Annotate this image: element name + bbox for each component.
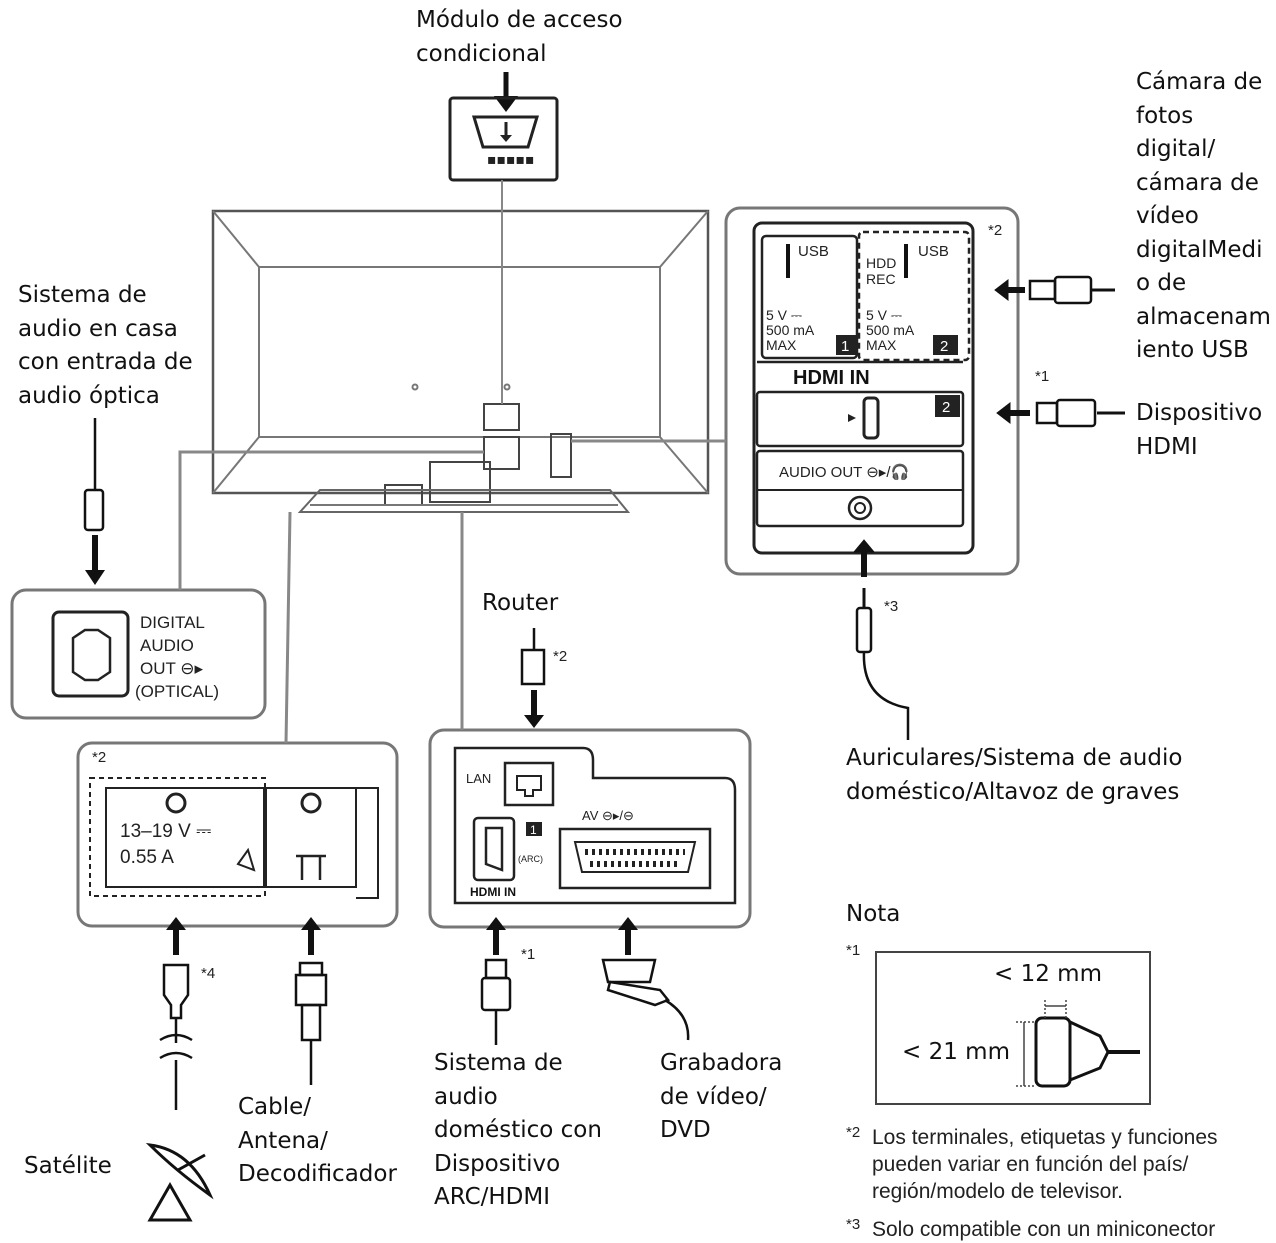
usb2-number: 2 bbox=[940, 338, 948, 355]
arc-system-label: Sistema de audio doméstico con Dispositi… bbox=[434, 1050, 602, 1210]
antenna-amp: 0.55 A bbox=[120, 847, 174, 868]
tv-back bbox=[211, 209, 710, 513]
cable-label: Cable/ Antena/ Decodificador bbox=[238, 1094, 397, 1187]
usb1-max: MAX bbox=[766, 337, 797, 353]
router-label: Router bbox=[482, 590, 559, 616]
note-item2-mark: *2 bbox=[846, 1124, 861, 1141]
lan-label: LAN bbox=[466, 771, 491, 786]
usb-plug-icon bbox=[994, 275, 1115, 305]
mark-hdmi-bottom: *1 bbox=[521, 946, 536, 963]
antenna-panel-text: 13–19 V ⎓ 0.55 A bbox=[120, 821, 211, 868]
antenna-volt: 13–19 V ⎓ bbox=[120, 821, 211, 842]
optical-line2: AUDIO bbox=[140, 636, 194, 655]
note-title: Nota bbox=[846, 901, 901, 927]
bottom-panel-text: LAN AV ⊖▸/⊖ HDMI IN (ARC) 1 bbox=[466, 771, 634, 899]
optical-line4: (OPTICAL) bbox=[135, 682, 219, 701]
side-connector-panel bbox=[571, 206, 1020, 576]
cam-module-slot: ▪▪▪▪▪ bbox=[448, 72, 559, 404]
optical-panel-text: DIGITAL AUDIO OUT ⊖▸ (OPTICAL) bbox=[135, 613, 219, 701]
recorder-label: Grabadora de vídeo/ DVD bbox=[660, 1050, 783, 1143]
usb1-volt: 5 V ⎓ bbox=[766, 307, 802, 323]
optical-panel bbox=[10, 418, 484, 720]
minijack-plug-icon bbox=[852, 539, 910, 740]
satellite-dish-icon bbox=[145, 1142, 214, 1222]
hdmi-plug-icon bbox=[996, 398, 1125, 428]
rec-label: REC bbox=[866, 271, 896, 287]
satellite-plug-icon bbox=[159, 963, 193, 1110]
note-item2-text: Los terminales, etiquetas y funciones pu… bbox=[872, 1126, 1218, 1203]
usb2-label: USB bbox=[918, 243, 949, 260]
note-mark1: *1 bbox=[846, 942, 861, 959]
optical-line3: OUT ⊖▸ bbox=[140, 659, 204, 678]
satellite-label: Satélite bbox=[24, 1153, 112, 1179]
home-audio-label: Sistema de audio en casa con entrada de … bbox=[18, 282, 193, 409]
scart-plug-icon bbox=[601, 958, 690, 1041]
usb1-number: 1 bbox=[841, 338, 849, 355]
dim-height-label: < 21 mm bbox=[902, 1039, 1010, 1065]
antenna-panel bbox=[76, 511, 399, 955]
arc-label: (ARC) bbox=[518, 854, 543, 864]
hdmi-in-label: HDMI IN bbox=[793, 367, 870, 389]
usb1-amp: 500 mA bbox=[766, 322, 815, 338]
camera-label: Cámara de fotos digital/ cámara de vídeo… bbox=[1136, 69, 1271, 363]
mark-minijack: *3 bbox=[884, 598, 899, 615]
audio-out-label: AUDIO OUT ⊖▸/🎧 bbox=[779, 463, 909, 481]
mark-antenna-panel: *2 bbox=[92, 749, 107, 766]
mark-satellite: *4 bbox=[201, 965, 216, 982]
headphones-label: Auriculares/Sistema de audio doméstico/A… bbox=[846, 745, 1183, 805]
usb2-max: MAX bbox=[866, 337, 897, 353]
mark-router: *2 bbox=[553, 648, 568, 665]
optical-line1: DIGITAL bbox=[140, 613, 205, 632]
svg-text:▪▪▪▪▪: ▪▪▪▪▪ bbox=[487, 152, 534, 168]
dimension-box bbox=[875, 951, 1151, 1105]
cam-module-label: Módulo de acceso condicional bbox=[416, 7, 623, 67]
bottom-hdmi-number: 1 bbox=[530, 823, 537, 837]
usb2-amp: 500 mA bbox=[866, 322, 915, 338]
hdmi-plug-bottom-icon bbox=[480, 958, 512, 1045]
side-panel-text: USB USB HDD REC 5 V ⎓ 500 mA MAX 5 V ⎓ 5… bbox=[766, 243, 950, 481]
av-label: AV ⊖▸/⊖ bbox=[582, 808, 634, 823]
mark-side-panel: *2 bbox=[988, 222, 1003, 239]
hdmi-device-label: Dispositivo HDMI bbox=[1136, 400, 1263, 460]
mark-hdmi-device: *1 bbox=[1035, 368, 1050, 385]
bottom-panel bbox=[428, 512, 752, 955]
hdmi-number: 2 bbox=[942, 399, 950, 416]
note-item3-text: Solo compatible con un miniconector bbox=[872, 1218, 1216, 1241]
cable-plug-icon bbox=[294, 961, 328, 1085]
hdd-label: HDD bbox=[866, 255, 896, 271]
bottom-hdmi-label: HDMI IN bbox=[470, 885, 516, 899]
usb1-label: USB bbox=[798, 243, 829, 260]
dim-width-label: < 12 mm bbox=[994, 961, 1102, 987]
usb2-volt: 5 V ⎓ bbox=[866, 307, 902, 323]
note-item3-mark: *3 bbox=[846, 1216, 861, 1233]
